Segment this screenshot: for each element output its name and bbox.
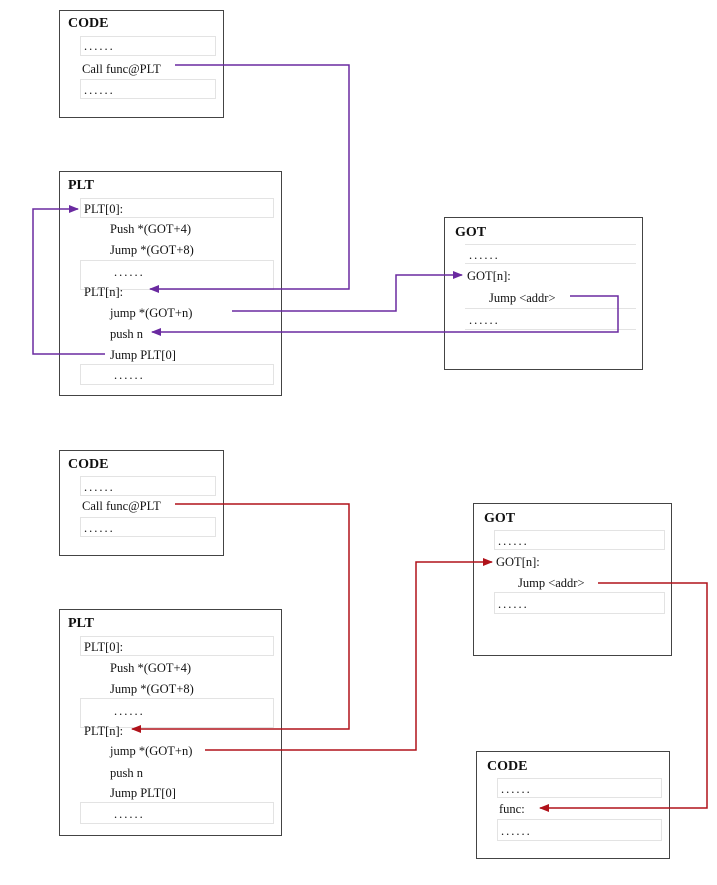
got-dots-2: ...... [469,313,500,327]
code-dots-1: ...... [501,782,532,796]
plt-dots-2: ...... [114,807,145,821]
code-dots-2: ...... [84,521,115,535]
plt-push-got4: Push *(GOT+4) [110,661,192,675]
func-label: func: [499,802,525,816]
gotn-label: GOT[n]: [496,555,540,569]
got-box-title: GOT [455,225,487,240]
code-row-shade [80,476,216,496]
plt-dots-1: ...... [114,704,145,718]
code-dots-1: ...... [84,39,115,53]
pltn-label: PLT[n]: [84,724,124,738]
got-jump-addr: Jump <addr> [489,291,556,305]
plt0-label: PLT[0]: [84,202,124,216]
plt-dots-1: ...... [114,265,145,279]
plt-jump-got8: Jump *(GOT+8) [110,682,194,696]
plt-push-n: push n [110,327,143,341]
plt-row-shade [80,364,274,385]
code-row-shade [497,819,662,841]
plt-push-got4: Push *(GOT+4) [110,222,192,236]
code-dots-2: ...... [84,83,115,97]
code-box-title: CODE [487,759,528,774]
code-box-func: CODE ...... func: ...... [476,751,670,859]
code-box-top: CODE ...... Call func@PLT ...... [59,10,224,118]
got-row-shade [465,244,636,264]
plt-box-bottom: PLT PLT[0]: Push *(GOT+4) Jump *(GOT+8) … [59,609,282,836]
plt-box-top: PLT PLT[0]: Push *(GOT+4) Jump *(GOT+8) … [59,171,282,396]
plt-box-title: PLT [68,616,94,631]
got-dots-2: ...... [498,597,529,611]
code-row-shade [80,36,216,56]
code-call-line: Call func@PLT [82,62,161,76]
plt-jump-gotn: jump *(GOT+n) [110,306,193,320]
plt-row-shade [80,802,274,824]
code-call-line: Call func@PLT [82,499,161,513]
plt-jump-plt0: Jump PLT[0] [110,786,176,800]
code-dots-2: ...... [501,824,532,838]
code-box-title: CODE [68,16,109,31]
plt0-label: PLT[0]: [84,640,124,654]
got-dots-1: ...... [498,534,529,548]
plt-push-n: push n [110,766,143,780]
code-box-bottom: CODE ...... Call func@PLT ...... [59,450,224,556]
plt-dots-2: ...... [114,368,145,382]
plt-jump-plt0: Jump PLT[0] [110,348,176,362]
plt-box-title: PLT [68,178,94,193]
got-box-top: GOT ...... GOT[n]: Jump <addr> ...... [444,217,643,370]
code-box-title: CODE [68,457,109,472]
gotn-label: GOT[n]: [467,269,511,283]
code-dots-1: ...... [84,480,115,494]
got-row-shade [494,530,665,550]
pltn-label: PLT[n]: [84,285,124,299]
got-box-bottom: GOT ...... GOT[n]: Jump <addr> ...... [473,503,672,656]
got-box-title: GOT [484,511,516,526]
plt-jump-gotn: jump *(GOT+n) [110,744,193,758]
got-jump-addr: Jump <addr> [518,576,585,590]
plt-jump-got8: Jump *(GOT+8) [110,243,194,257]
got-dots-1: ...... [469,248,500,262]
